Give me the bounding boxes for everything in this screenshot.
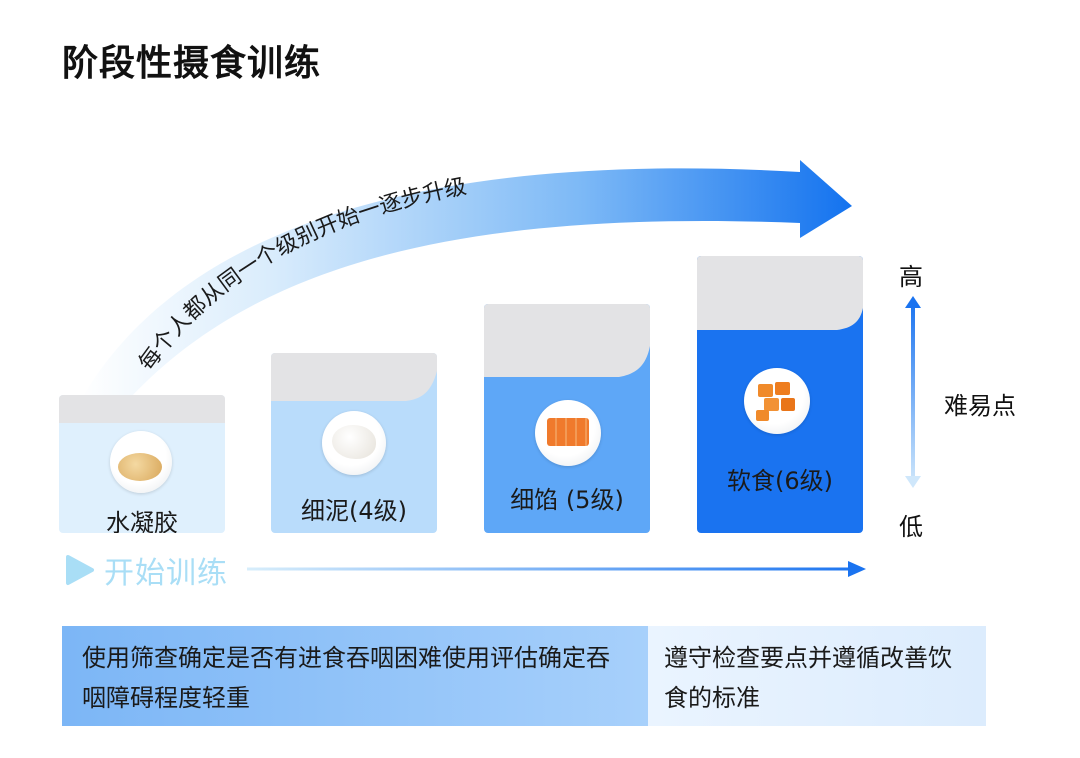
standards-text: 遵守检查要点并遵循改善饮食的标准 xyxy=(664,644,952,712)
step-cap xyxy=(697,256,863,346)
difficulty-high-label: 高 xyxy=(899,263,923,291)
step-minced: 细馅 (5级) xyxy=(484,304,650,533)
step-puree: 细泥(4级) xyxy=(271,353,437,533)
step-soft: 软食(6级) xyxy=(697,256,863,533)
step-label: 水凝胶 xyxy=(106,509,178,533)
step-hydrogel: 水凝胶 xyxy=(59,395,225,533)
start-training: 开始训练 xyxy=(62,550,228,591)
difficulty-label: 难易点 xyxy=(944,392,1016,420)
step-label: 软食(6级) xyxy=(727,467,833,495)
step-label: 细泥(4级) xyxy=(301,497,407,525)
standards-panel: 遵守检查要点并遵循改善饮食的标准 xyxy=(648,626,986,726)
screening-text: 使用筛查确定是否有进食吞咽困难使用评估确定吞咽障碍程度轻重 xyxy=(82,644,610,712)
screening-panel: 使用筛查确定是否有进食吞咽困难使用评估确定吞咽障碍程度轻重 xyxy=(62,626,648,726)
step-cap xyxy=(271,353,437,413)
arc-band xyxy=(82,160,852,398)
step-cap xyxy=(59,395,225,435)
timeline-arrowhead xyxy=(848,561,866,577)
difficulty-arrow-up xyxy=(905,296,921,308)
food-gel-icon xyxy=(110,431,172,493)
play-icon xyxy=(66,555,94,585)
page-title: 阶段性摄食训练 xyxy=(62,43,322,84)
step-cap xyxy=(484,304,650,384)
step-label: 细馅 (5级) xyxy=(510,486,624,514)
difficulty-arrow-down xyxy=(905,476,921,488)
food-soft-icon xyxy=(744,368,810,434)
start-training-label: 开始训练 xyxy=(104,556,228,591)
difficulty-low-label: 低 xyxy=(899,513,923,541)
food-minced-icon xyxy=(535,400,601,466)
food-puree-icon xyxy=(322,411,386,475)
